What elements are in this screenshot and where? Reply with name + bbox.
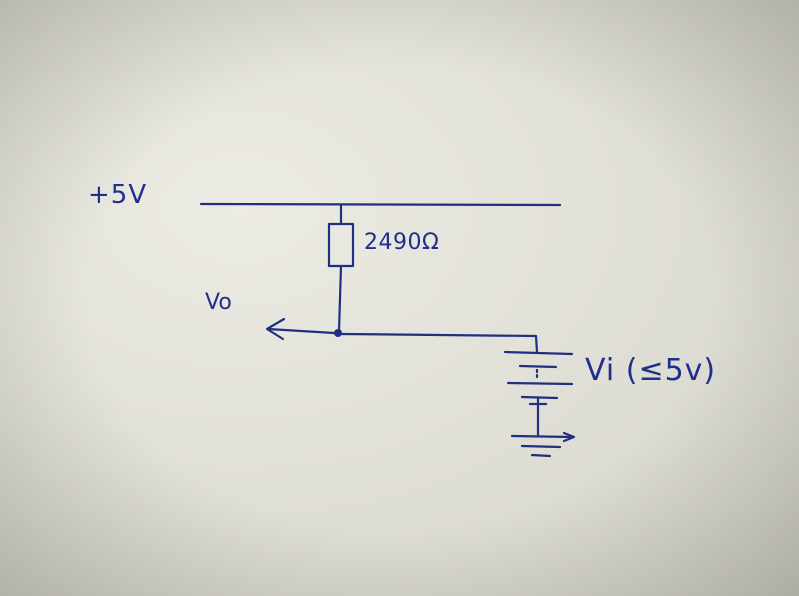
output-voltage-label: Vo xyxy=(205,290,232,315)
resistor-value-label: 2490Ω xyxy=(364,230,440,255)
supply-rail xyxy=(199,202,562,207)
junction-node xyxy=(334,329,342,337)
output-arrow-icon xyxy=(265,317,286,341)
battery-symbol xyxy=(503,350,574,400)
output-wire xyxy=(266,327,336,335)
node-to-battery-wire xyxy=(340,332,539,354)
supply-voltage-label: +5V xyxy=(88,180,148,210)
ground-icon xyxy=(510,431,576,458)
resistor-symbol xyxy=(327,222,355,268)
input-voltage-label: Vi (≤5v) xyxy=(585,353,717,388)
resistor-to-node-wire xyxy=(337,264,343,333)
